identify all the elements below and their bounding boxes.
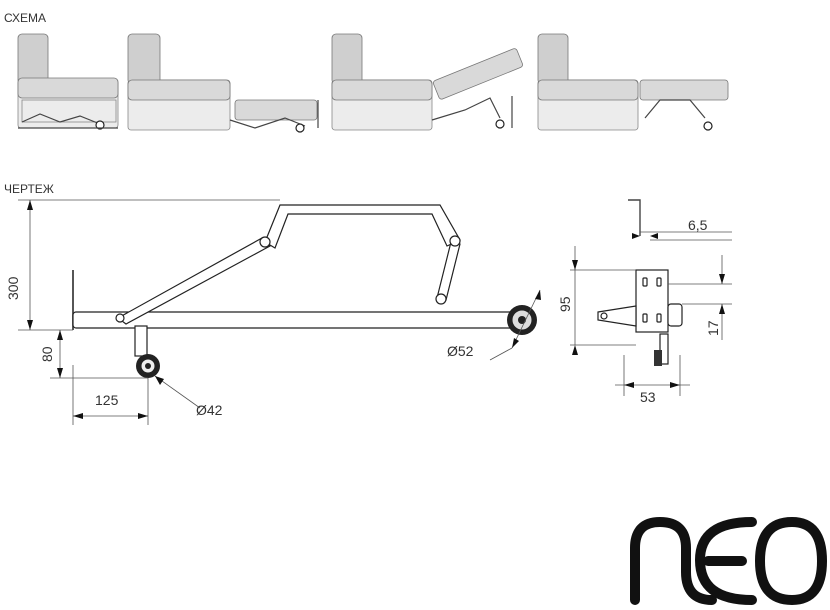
drawing-heading: ЧЕРТЕЖ (4, 182, 54, 196)
sofa-step-1 (17, 33, 119, 130)
sofa-step-2 (127, 33, 319, 133)
dimension-wheel-large (489, 289, 541, 361)
small-wheel (136, 354, 160, 378)
dimension-lines-bracket (570, 231, 732, 396)
dim-300: 300 (5, 276, 21, 300)
dimension-lines-left (18, 199, 280, 425)
dim-95: 95 (557, 296, 573, 312)
sofa-step-3 (331, 33, 523, 131)
dim-125: 125 (95, 392, 119, 408)
large-wheel (507, 305, 537, 335)
dim-17: 17 (705, 320, 721, 336)
dim-wheel-large: Ø52 (447, 343, 474, 359)
neo-logo (630, 516, 828, 606)
mechanism-side-view (72, 204, 524, 357)
bracket-front-view (597, 199, 683, 366)
dim-80: 80 (39, 346, 55, 362)
dim-6-5: 6,5 (688, 217, 708, 233)
dim-wheel-small: Ø42 (196, 402, 223, 418)
scheme-heading: СХЕМА (4, 11, 46, 25)
dim-53: 53 (640, 389, 656, 405)
sofa-step-4 (537, 33, 729, 131)
